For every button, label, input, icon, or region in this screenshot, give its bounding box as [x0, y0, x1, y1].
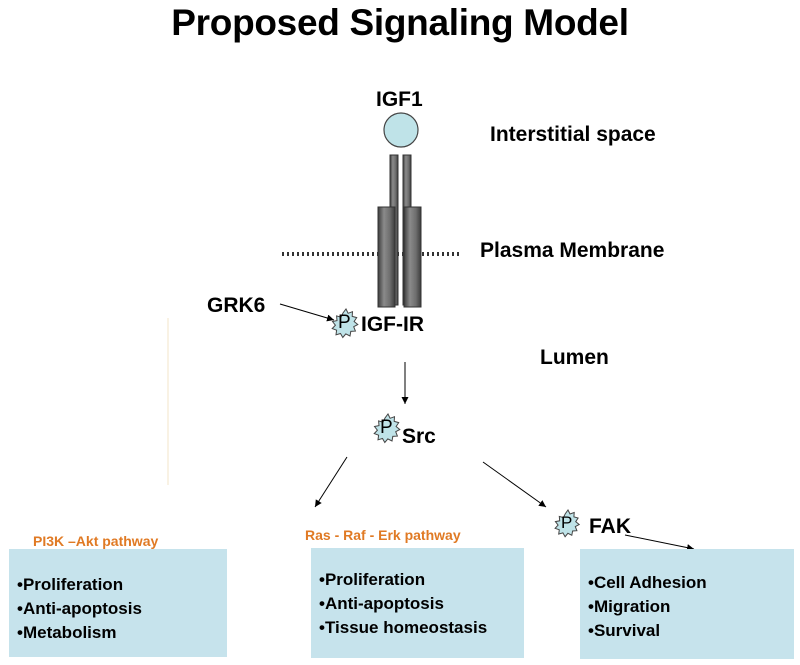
pi3k-akt-outcomes-box: •Proliferation •Anti-apoptosis •Metaboli… — [9, 549, 227, 657]
fak-label: FAK — [589, 515, 631, 538]
fak-arrow — [624, 534, 695, 552]
src-to-fak-arrow — [482, 461, 547, 508]
interstitial-space-label: Interstitial space — [490, 123, 656, 146]
grk6-label: GRK6 — [207, 294, 266, 317]
phospho-label-igf-ir: P — [338, 312, 351, 333]
plasma-membrane-label: Plasma Membrane — [480, 239, 665, 262]
igf1-ligand — [383, 112, 419, 148]
pi3k-akt-pathway-title: PI3K –Akt pathway — [33, 533, 159, 549]
outcome-item: •Anti-apoptosis — [319, 594, 444, 613]
page-title: Proposed Signaling Model — [171, 2, 629, 43]
grk6-arrow — [279, 303, 335, 322]
lumen-label: Lumen — [540, 346, 609, 369]
src-label: Src — [402, 425, 436, 448]
phospho-label-fak: P — [561, 513, 573, 532]
ras-raf-erk-pathway-title: Ras - Raf - Erk pathway — [305, 527, 461, 543]
phospho-star-fak — [554, 509, 581, 538]
igf-ir-receptor — [377, 154, 422, 308]
igf-ir-label: IGF-IR — [361, 313, 424, 336]
fak-outcomes-box: •Cell Adhesion •Migration •Survival — [580, 549, 794, 659]
phospho-label-src: P — [380, 417, 393, 438]
outcome-item: •Cell Adhesion — [588, 573, 707, 592]
outcome-item: •Metabolism — [17, 623, 117, 642]
ras-raf-erk-outcomes-box: •Proliferation •Anti-apoptosis •Tissue h… — [311, 548, 524, 658]
phospho-star-src — [373, 413, 401, 444]
outcome-item: •Tissue homeostasis — [319, 618, 488, 637]
igf1-label: IGF1 — [376, 88, 423, 111]
phospho-star-igf-ir — [331, 308, 359, 339]
outcome-item: •Migration — [588, 597, 671, 616]
src-to-erk-arrow — [314, 456, 348, 508]
outcome-item: •Proliferation — [17, 575, 124, 594]
outcome-item: •Proliferation — [319, 570, 426, 589]
outcome-item: •Anti-apoptosis — [17, 599, 142, 618]
outcome-item: •Survival — [588, 621, 661, 640]
